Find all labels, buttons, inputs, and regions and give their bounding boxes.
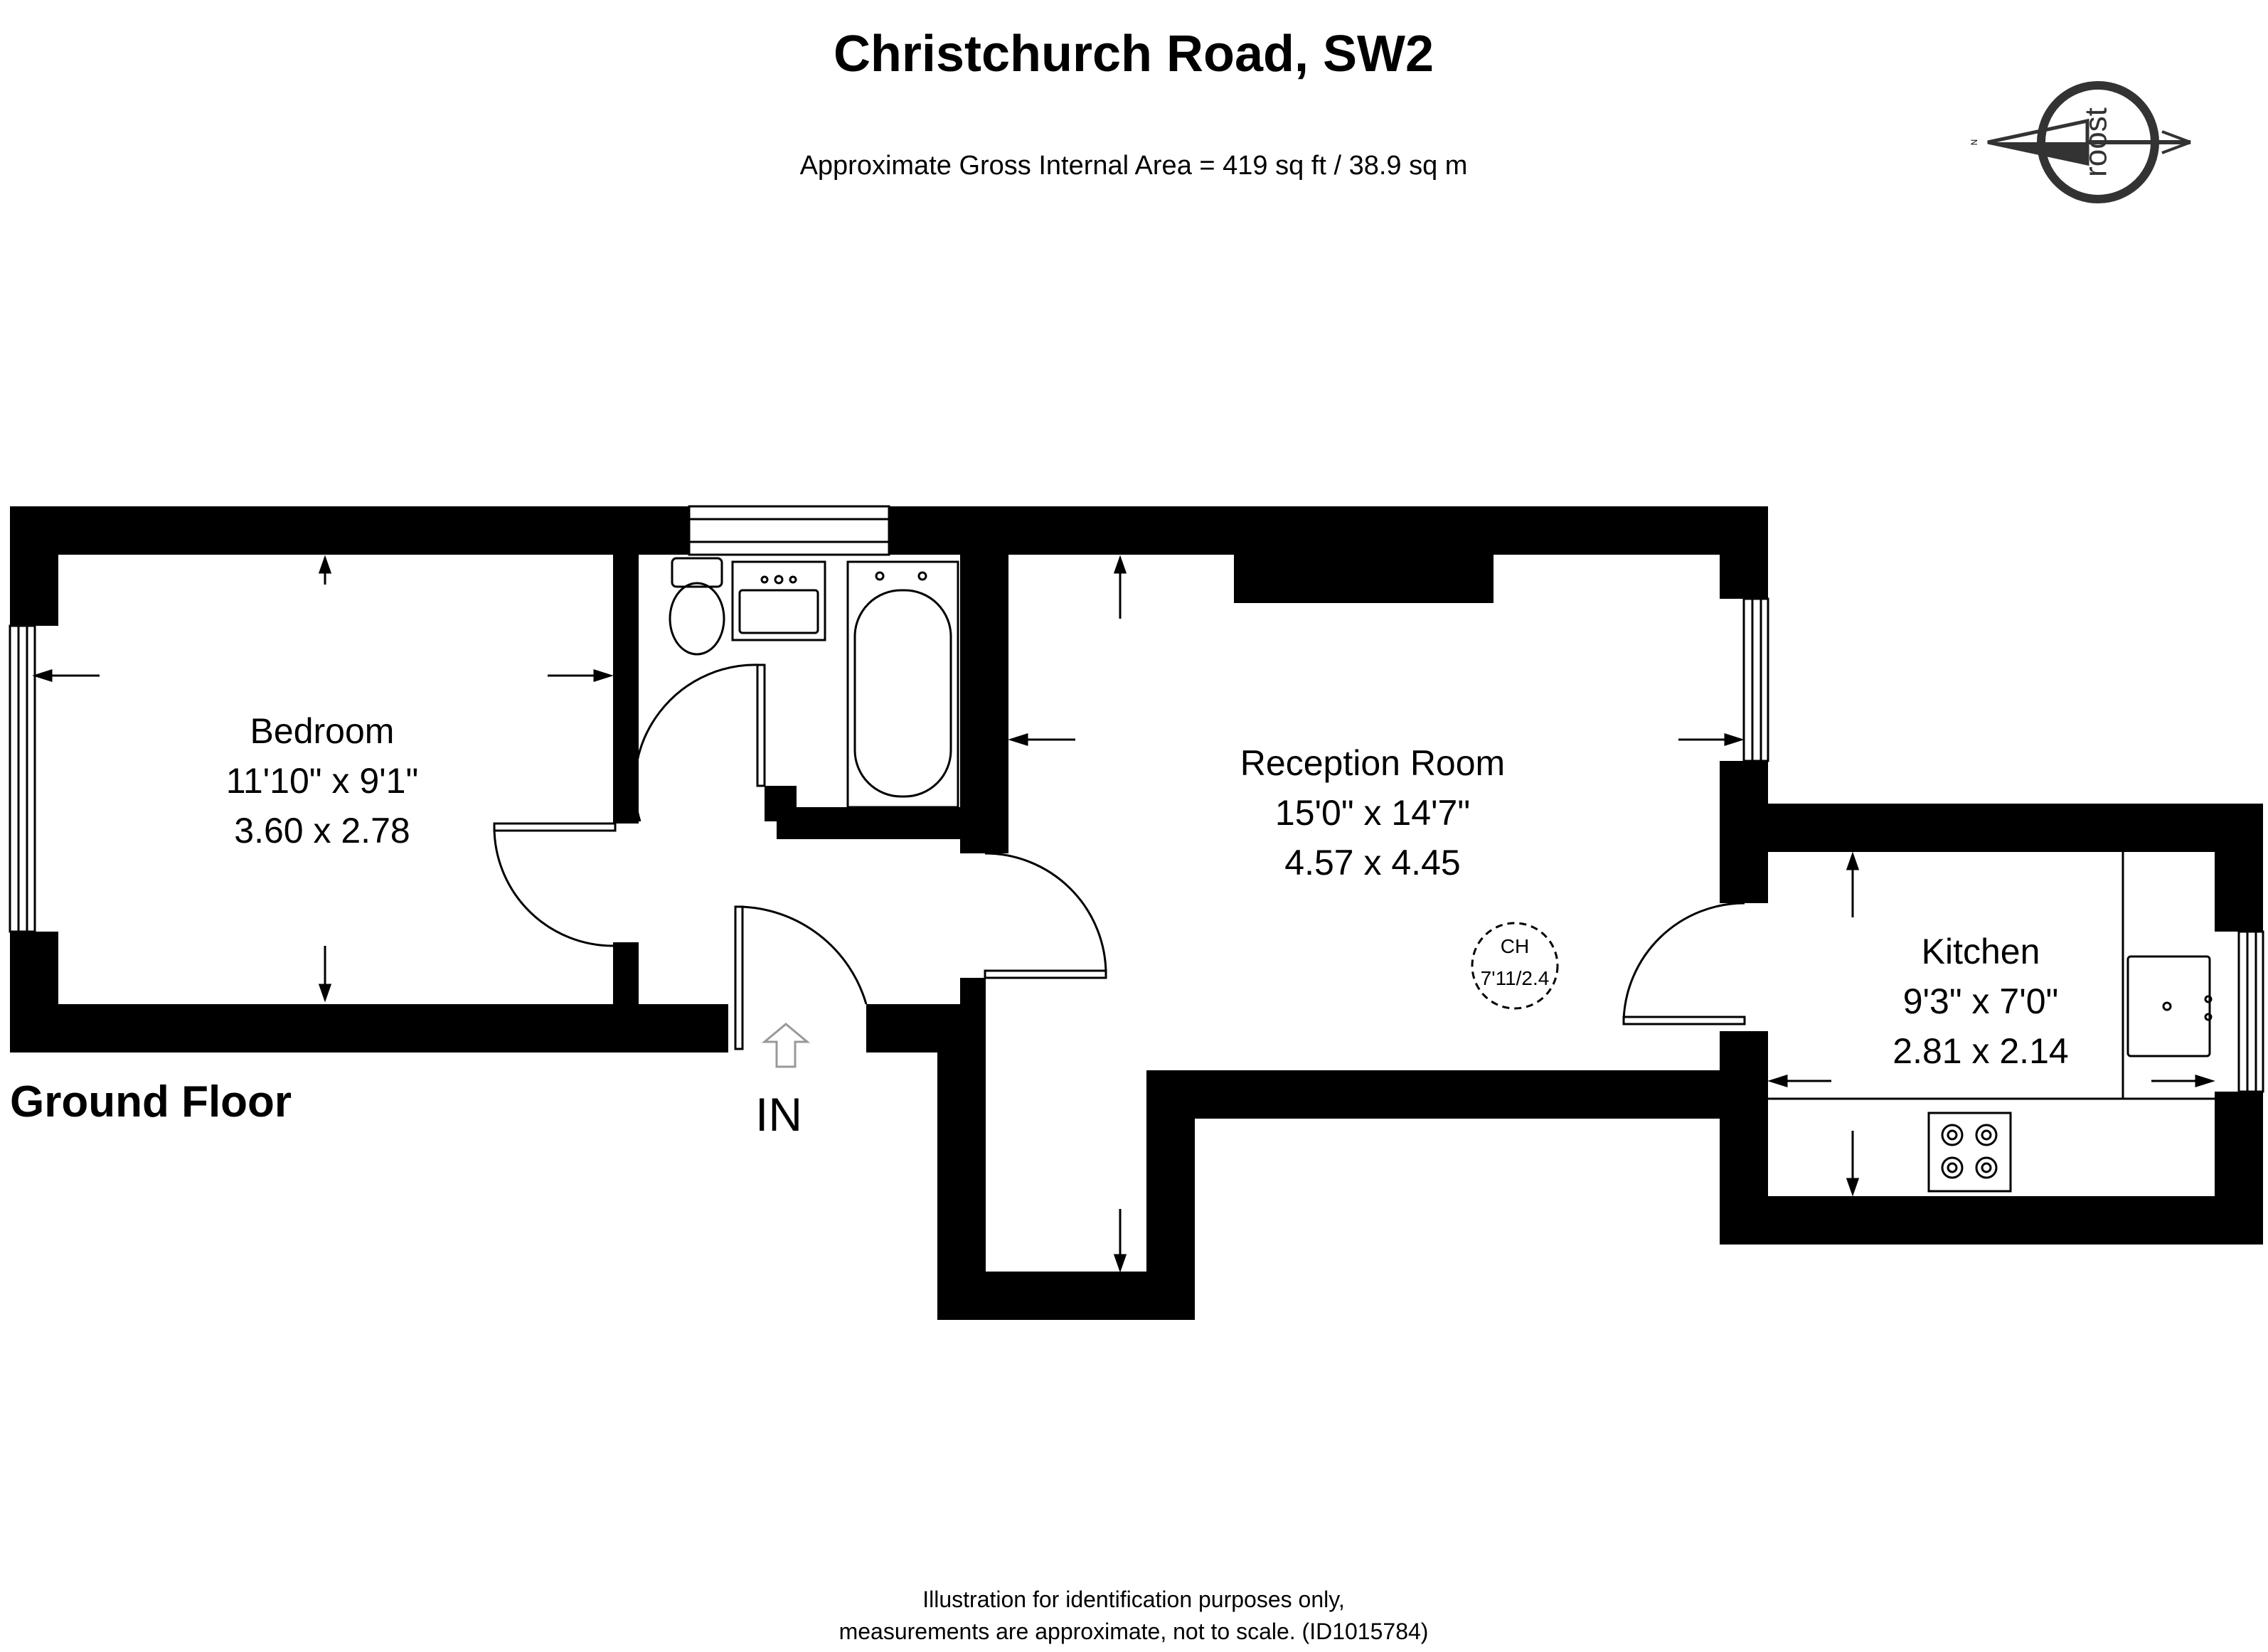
bath-icon — [846, 560, 959, 809]
property-title: Christchurch Road, SW2 — [834, 26, 1434, 82]
room-kitchen: Kitchen 9'3" x 7'0" 2.81 x 2.14 — [1892, 932, 2068, 1071]
windows — [9, 505, 2264, 1093]
ceiling-height-value: 7'11/2.4 — [1481, 967, 1550, 989]
dimension-arrows — [32, 555, 2215, 1273]
kitchen-fixtures — [1768, 852, 2215, 1193]
room-imperial: 11'10" x 9'1" — [226, 761, 419, 801]
room-reception: Reception Room 15'0" x 14'7" 4.57 x 4.45 — [1240, 743, 1505, 883]
bathroom-window — [688, 505, 890, 556]
kitchen-door — [1622, 902, 1746, 1025]
gross-internal-area: Approximate Gross Internal Area = 419 sq… — [800, 151, 1468, 181]
kitchen-window — [2237, 930, 2264, 1093]
hob-icon — [1927, 1112, 2012, 1193]
doors — [493, 664, 1746, 1050]
bathroom-door — [633, 664, 766, 822]
room-metric: 4.57 x 4.45 — [1284, 843, 1460, 883]
kitchen-sink-icon — [2126, 955, 2213, 1057]
toilet-icon — [669, 557, 725, 656]
ceiling-height-label: CH — [1501, 935, 1529, 957]
entrance-arrow-icon — [761, 1023, 811, 1068]
room-name: Reception Room — [1240, 743, 1505, 783]
room-imperial: 9'3" x 7'0" — [1903, 981, 2059, 1021]
reception-window — [1742, 597, 1769, 762]
entrance-label: IN — [755, 1088, 802, 1141]
reception-door — [984, 852, 1107, 979]
north-label: N — [1969, 139, 1979, 146]
room-imperial: 15'0" x 14'7" — [1275, 793, 1470, 833]
bedroom-door — [493, 822, 617, 947]
bedroom-window — [9, 624, 36, 933]
disclaimer-line-1: Illustration for identification purposes… — [922, 1587, 1345, 1612]
entrance-door — [734, 905, 868, 1050]
room-name: Kitchen — [1922, 932, 2040, 971]
ceiling-height-marker: CH 7'11/2.4 — [1471, 922, 1559, 1010]
room-metric: 2.81 x 2.14 — [1892, 1031, 2068, 1071]
room-metric: 3.60 x 2.78 — [234, 811, 410, 851]
bathroom-fixtures — [669, 557, 959, 809]
logo-text: roost — [2079, 107, 2114, 177]
room-name: Bedroom — [250, 711, 395, 751]
basin-icon — [731, 560, 826, 641]
room-bedroom: Bedroom 11'10" x 9'1" 3.60 x 2.78 — [226, 711, 419, 851]
compass-logo: roost N — [1969, 81, 2191, 203]
floor-label: Ground Floor — [10, 1077, 292, 1126]
walls — [10, 506, 2263, 1320]
disclaimer-line-2: measurements are approximate, not to sca… — [839, 1619, 1429, 1644]
